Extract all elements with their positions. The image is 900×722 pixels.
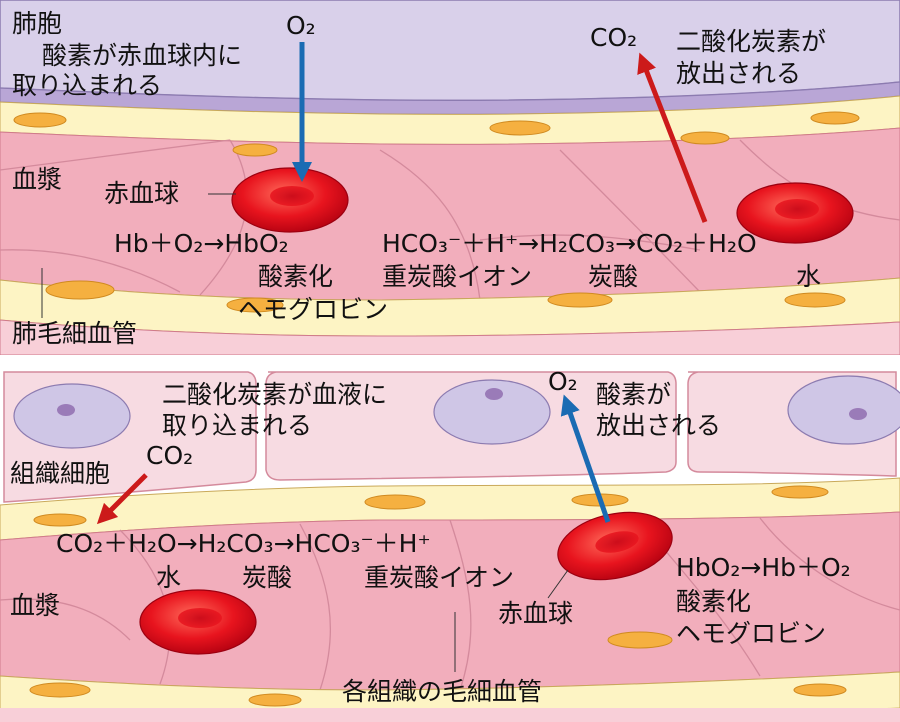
bicarbonate-name-bottom: 重炭酸イオン — [364, 563, 514, 592]
red-blood-cell-bottom-1 — [139, 589, 257, 655]
rbc-leader-bottom — [547, 569, 569, 599]
endothelial-nuclei-top — [13, 111, 860, 313]
capillary-label-top: 肺毛細血管 — [12, 319, 137, 348]
plasma-label-bottom: 血漿 — [10, 591, 60, 620]
panel-divider — [0, 355, 900, 365]
o2-uptake-text-1: 酸素が赤血球内に — [42, 41, 242, 70]
o2-release-arrow — [560, 394, 611, 523]
hbo2-name-top-1: 酸素化 — [258, 262, 333, 291]
co2-release-text-1: 二酸化炭素が — [676, 27, 826, 56]
water-name-top: 水 — [796, 262, 821, 291]
o2-formula-top: O₂ — [286, 11, 316, 40]
o2-release-text-2: 放出される — [596, 411, 721, 440]
capillary-label-bottom: 各組織の毛細血管 — [342, 677, 542, 706]
co2-uptake-text-1: 二酸化炭素が血液に — [162, 380, 387, 409]
carbonate-reaction-top: HCO₃⁻＋H⁺→H₂CO₃→CO₂＋H₂O — [382, 229, 757, 258]
co2-outflow-arrow — [637, 52, 708, 223]
carbonic-acid-name-bottom: 炭酸 — [242, 563, 292, 592]
o2-uptake-text-2: 取り込まれる — [12, 71, 162, 100]
top-panel: 肺胞 酸素が赤血球内に 取り込まれる O₂ CO₂ 二酸化炭素が 放出される 血… — [0, 0, 900, 355]
red-blood-cell-top-1 — [231, 167, 349, 233]
plasma-label-top: 血漿 — [12, 165, 62, 194]
co2-release-text-2: 放出される — [676, 59, 801, 88]
hb-reaction-bottom: HbO₂→Hb＋O₂ — [676, 553, 851, 582]
co2-uptake-arrow — [96, 473, 148, 525]
tissue-cell-label: 組織細胞 — [10, 459, 110, 488]
tissue-below-bottom — [0, 708, 900, 722]
hbo2-name-bottom-2: ヘモグロビン — [676, 619, 826, 648]
o2-release-text-1: 酸素が — [596, 380, 671, 409]
carbonate-reaction-bottom: CO₂＋H₂O→H₂CO₃→HCO₃⁻＋H⁺ — [56, 529, 431, 558]
hb-reaction-top: Hb＋O₂→HbO₂ — [114, 229, 289, 258]
bottom-panel: 二酸化炭素が血液に 取り込まれる 組織細胞 CO₂ O₂ 酸素が 放出される C… — [0, 365, 900, 722]
o2-formula-bottom: O₂ — [548, 367, 578, 396]
co2-uptake-text-2: 取り込まれる — [162, 411, 312, 440]
tissue-cell-nuclei — [13, 375, 900, 449]
co2-formula-top: CO₂ — [590, 23, 637, 52]
alveolus-label: 肺胞 — [12, 9, 62, 38]
bicarbonate-name-top: 重炭酸イオン — [382, 262, 532, 291]
water-name-bottom: 水 — [156, 563, 181, 592]
rbc-label-bottom: 赤血球 — [498, 599, 573, 628]
hbo2-name-top-2: ヘモグロビン — [238, 295, 388, 324]
red-blood-cell-bottom-2 — [557, 511, 673, 581]
carbonic-acid-name-top: 炭酸 — [588, 262, 638, 291]
rbc-label-top: 赤血球 — [104, 179, 179, 208]
hbo2-name-bottom-1: 酸素化 — [676, 587, 751, 616]
co2-formula-bottom: CO₂ — [146, 441, 193, 470]
red-blood-cell-top-2 — [736, 182, 854, 244]
tissue-below-top — [0, 319, 900, 355]
